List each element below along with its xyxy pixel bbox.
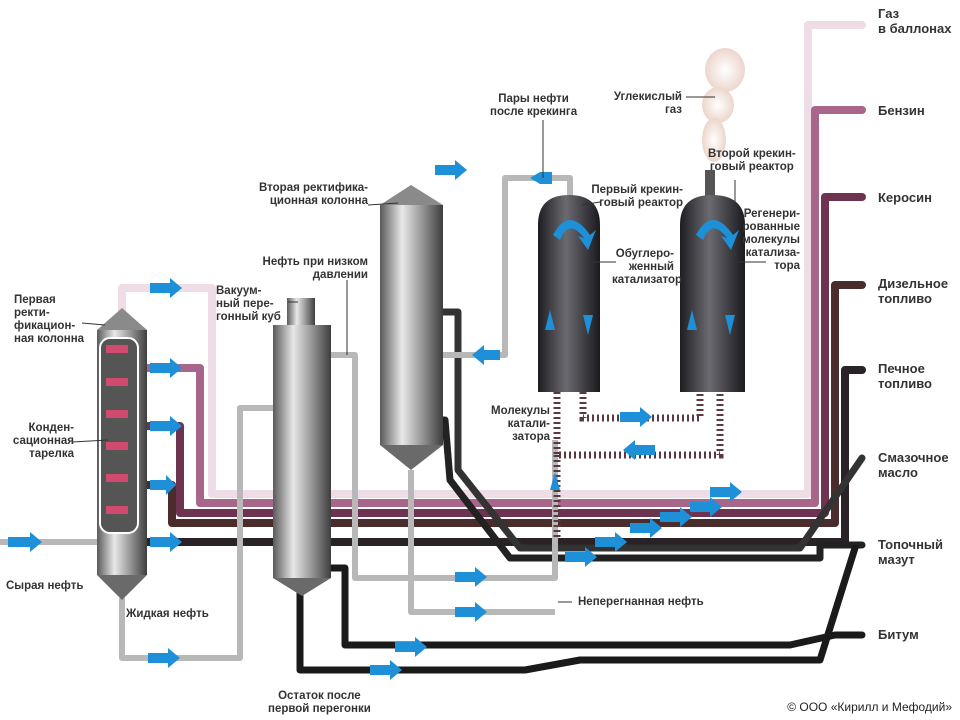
label-second-reactor: Второй крекин- говый реактор	[708, 148, 796, 173]
second-column	[380, 185, 443, 470]
label-vacuum-still: Вакуум- ный пере- гонный куб	[216, 285, 281, 323]
label-cracked-vapors: Пары нефти после крекинга	[490, 93, 578, 118]
catalyst-loop	[553, 392, 724, 540]
label-catalyst-molecules: Молекулы катали- затора	[491, 405, 550, 443]
first-column	[97, 308, 147, 600]
co2-smoke	[702, 48, 745, 162]
pipe-bitumen	[316, 564, 866, 649]
pipe-fuel-oil	[426, 416, 866, 562]
label-first-column: Первая ректи- фикацион- ная колонна	[14, 294, 85, 345]
label-liquid-oil: Жидкая нефть	[126, 608, 209, 620]
label-low-pressure-oil: Нефть при низком давлении	[262, 256, 368, 281]
output-kerosene: Керосин	[878, 190, 932, 205]
output-gas: Газ в баллонах	[878, 6, 952, 36]
output-fuel-oil: Топочный мазут	[878, 537, 944, 567]
label-unrefined-oil: Неперегнанная нефть	[578, 596, 704, 608]
reactors	[538, 170, 745, 392]
label-first-reactor: Первый крекин- говый реактор	[591, 184, 683, 209]
label-co2: Углекислый газ	[613, 91, 682, 116]
output-petrol: Бензин	[878, 103, 925, 118]
vacuum-still	[273, 298, 331, 596]
flow-arrows	[8, 160, 742, 680]
output-bitumen: Битум	[878, 627, 919, 642]
label-second-column: Вторая ректифика- ционная колонна	[259, 182, 368, 207]
pipe-petrol	[131, 106, 866, 507]
label-regenerated-catalyst: Регенери- рованные молекулы катализа- то…	[742, 208, 800, 272]
output-lube-oil: Смазочное масло	[878, 450, 949, 480]
product-pipes	[118, 21, 866, 674]
output-stove-fuel: Печное топливо	[878, 361, 932, 391]
pipe-unrefined	[408, 470, 555, 615]
pipe-lube	[426, 308, 866, 552]
leader-lines	[71, 96, 766, 603]
label-crude-oil: Сырая нефть	[6, 580, 84, 592]
label-condensation-plate: Конден- сационная тарелка	[12, 422, 74, 460]
label-residue: Остаток после первой перегонки	[268, 690, 371, 715]
pipe-residue	[296, 544, 859, 674]
pipe-gas	[118, 21, 866, 498]
pipe-liquid-oil	[119, 405, 275, 661]
label-coked-catalyst: Обуглеро- женный катализатор	[612, 248, 683, 286]
output-diesel: Дизельное топливо	[878, 276, 949, 306]
copyright: © ООО «Кирилл и Мефодий»	[787, 700, 952, 714]
